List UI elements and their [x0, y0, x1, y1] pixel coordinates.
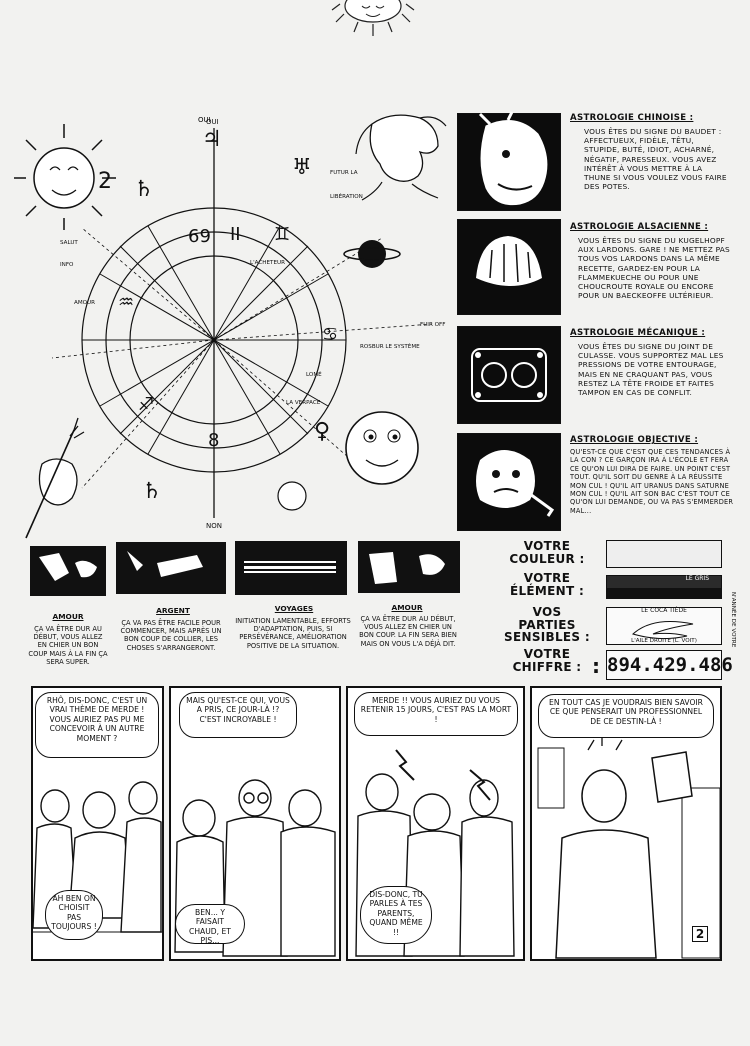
comic-panel-1: RHÔ, DIS-DONC, C'EST UN VRAI THÈME DE ME…	[31, 686, 164, 961]
chart-note: LA VERPACE	[286, 400, 321, 406]
woman-portrait-icon	[355, 114, 447, 201]
neptune-figure-icon	[25, 417, 85, 539]
svg-text:♋: ♋	[322, 324, 338, 345]
comic-panel-2: MAIS QU'EST-CE QUI, VOUS A PRIS, CE JOUR…	[169, 686, 341, 961]
element-caption: LE GRIS	[685, 575, 709, 582]
forecast-text: ÇA VA ÊTRE DUR AU DÉBUT, VOUS ALLEZ EN C…	[28, 625, 108, 666]
comic-panel-4: EN TOUT CAS JE VOUDRAIS BIEN SAVOIR CE Q…	[530, 686, 722, 961]
chart-bottom-label: NON	[206, 522, 222, 530]
moon-face-icon	[345, 411, 419, 485]
section-title: ASTROLOGIE OBJECTIVE :	[570, 435, 699, 445]
svg-text:II: II	[230, 224, 241, 245]
forecast-image-voyages	[235, 541, 347, 595]
attribute-label: VOTRE ÉLÉMENT :	[509, 571, 585, 598]
section-title: ASTROLOGIE CHINOISE :	[570, 113, 694, 123]
section-text: QU'EST-CE QUE C'EST QUE CES TENDANCES À …	[570, 448, 734, 515]
kugelhopf-panel	[457, 219, 561, 315]
sensitive-caption-top: LE COCA TIÈDE	[641, 607, 687, 614]
speech-bubble: AH BEN ON CHOISIT PAS TOUJOURS !	[45, 890, 103, 940]
forecast-image-amour-2	[358, 541, 460, 593]
element-swatch: LE GRIS	[606, 575, 722, 599]
svg-text:♐: ♐	[138, 394, 154, 415]
sun-top-icon	[331, 0, 415, 36]
chart-note: L'ACHETEUR	[250, 260, 285, 266]
forecast-label: VOYAGES	[274, 604, 314, 613]
section-text: VOUS ÊTES DU SIGNE DU BAUDET : AFFECTUEU…	[584, 127, 727, 192]
attribute-label: VOTRE CHIFFRE :	[512, 647, 582, 674]
forecast-image-argent	[116, 542, 226, 594]
chart-note: LIBÉRATION	[330, 194, 363, 200]
chart-note: FUIR OFF	[420, 322, 446, 328]
chart-oui-label: OUI	[198, 116, 211, 124]
chart-top-label: OUI	[206, 118, 219, 126]
chart-note: FUTUR LA	[330, 170, 358, 176]
speech-bubble: RHÔ, DIS-DONC, C'EST UN VRAI THÈME DE ME…	[35, 692, 159, 758]
svg-text:♄: ♄	[134, 177, 154, 202]
forecast-label: AMOUR	[52, 612, 84, 621]
chart-note: ROSBUR LE SYSTÈME	[360, 344, 420, 350]
svg-text:♄: ♄	[142, 479, 162, 504]
saturn-icon	[343, 240, 401, 268]
chart-note: LOMÉ	[306, 372, 322, 378]
sensitive-caption-bottom: L'AILE DROITE (L. VOIT)	[631, 638, 697, 644]
speech-bubble: MERDE !! VOUS AURIEZ DU VOUS RETENIR 15 …	[354, 692, 518, 736]
speech-bubble: DIS-DONC, TU PARLES À TES PARENTS, QUAND…	[360, 886, 432, 944]
chart-note: AMOUR	[74, 300, 96, 306]
speech-bubble: EN TOUT CAS JE VOUDRAIS BIEN SAVOIR CE Q…	[538, 694, 714, 738]
donkey-panel	[457, 111, 561, 211]
forecast-text: ÇA VA ÊTRE DUR AU DÉBUT, VOUS ALLEZ EN C…	[359, 615, 457, 648]
comic-panel-3: MERDE !! VOUS AURIEZ DU VOUS RETENIR 15 …	[346, 686, 525, 961]
sensitive-parts-box: LE COCA TIÈDE L'AILE DROITE (L. VOIT)	[606, 607, 722, 645]
section-text: VOUS ÊTES DU SIGNE DU JOINT DE CULASSE. …	[578, 342, 724, 398]
section-title: ASTROLOGIE MÉCANIQUE :	[570, 328, 706, 338]
svg-text:♃: ♃	[202, 127, 222, 152]
speech-bubble: MAIS QU'EST-CE QUI, VOUS A PRIS, CE JOUR…	[179, 692, 297, 738]
attribute-label: VOTRE COULEUR :	[509, 539, 585, 566]
svg-text:♅: ♅	[292, 155, 312, 180]
sun-face-icon	[14, 124, 116, 230]
page-number: 2	[692, 926, 708, 942]
svg-text:8: 8	[208, 430, 219, 451]
gasket-panel	[457, 326, 561, 424]
side-note: N'ANNÉE DE VOTRE	[730, 592, 736, 648]
forecast-label: ARGENT	[156, 606, 190, 615]
lucky-number: 894.429.486	[606, 650, 733, 680]
svg-text:♊: ♊	[274, 224, 290, 245]
astrology-chart: 69 II 8 ♐ ♒ ♊ ♋ ♃ 2 ♄ ♅ ♀ ♄	[14, 116, 433, 539]
attribute-label: VOS PARTIES SENSIBLES :	[504, 605, 590, 644]
svg-text:♀: ♀	[314, 419, 330, 444]
speech-bubble: BEN... Y FAISAIT CHAUD, ET PIS...	[175, 904, 245, 945]
wing-icon	[631, 621, 694, 640]
colon-mark: :	[592, 654, 600, 678]
section-title: ASTROLOGIE ALSACIENNE :	[570, 222, 709, 232]
forecast-label: AMOUR	[391, 603, 423, 612]
forecast-image-amour	[30, 546, 106, 596]
angry-man-panel	[457, 433, 561, 531]
forecast-text: ÇA VA PAS ÊTRE FACILE POUR COMMENCER, MA…	[120, 619, 222, 652]
color-swatch	[606, 540, 722, 568]
svg-text:♒: ♒	[118, 292, 134, 313]
svg-text:69: 69	[188, 226, 211, 247]
planet-face-icon	[277, 481, 307, 511]
chart-note: INFO	[60, 262, 74, 268]
section-text: VOUS ÊTES DU SIGNE DU KUGELHOPF AUX LARD…	[578, 236, 730, 301]
svg-text:2: 2	[98, 169, 112, 194]
forecast-text: INITIATION LAMENTABLE, EFFORTS D'ADAPTAT…	[235, 617, 351, 650]
chart-note: SALUT	[60, 240, 78, 246]
